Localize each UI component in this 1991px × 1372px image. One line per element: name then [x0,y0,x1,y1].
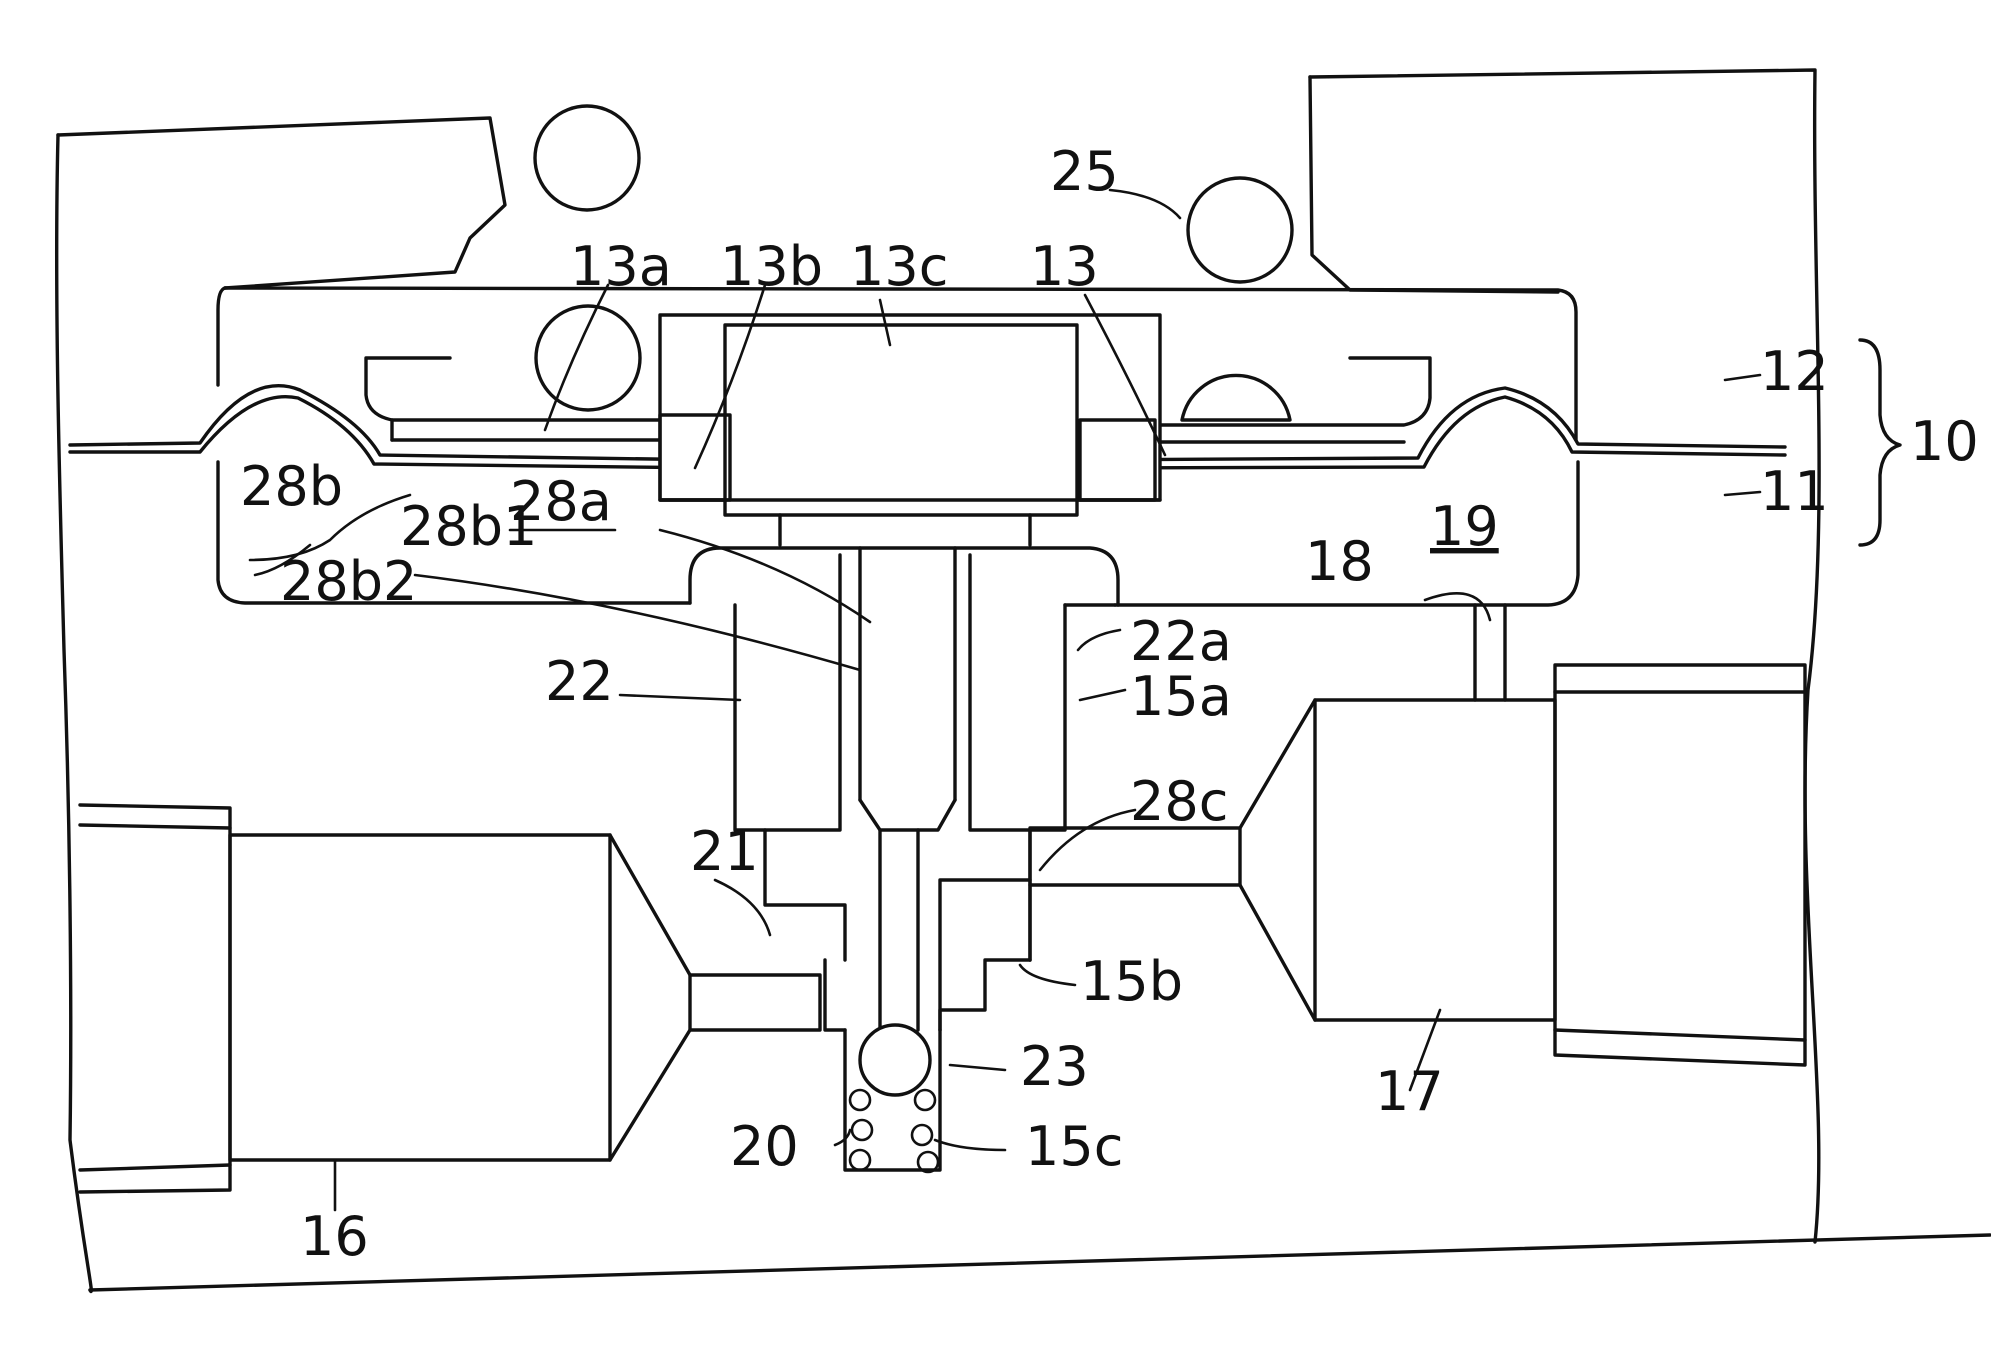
label-13c: 13c [850,235,948,298]
label-10: 10 [1910,410,1979,473]
label-13b: 13b [720,235,823,298]
central-block-13c [660,315,1160,515]
connecting-stems-28a [780,515,1030,545]
label-17: 17 [1375,1060,1444,1123]
label-19: 19 [1430,495,1499,558]
label-28b: 28b [240,455,343,518]
label-20: 20 [730,1115,799,1178]
label-23: 23 [1020,1035,1089,1098]
label-15c: 15c [1025,1115,1123,1178]
valve-body [690,548,1118,830]
label-28a: 28a [510,470,612,533]
label-18: 18 [1305,530,1374,593]
label-12: 12 [1760,340,1829,403]
label-16: 16 [300,1205,369,1268]
label-28c: 28c [1130,770,1228,833]
label-15a: 15a [1130,665,1232,728]
label-28b2: 28b2 [280,550,417,613]
label-13: 13 [1030,235,1099,298]
label-22a: 22a [1130,610,1232,673]
label-22: 22 [545,650,614,713]
left-cylinder-16 [80,805,690,1192]
housing-outline [57,70,1990,1291]
reference-labels: 13a 13b 13c 13 25 12 10 11 19 18 28b 28b… [240,140,1979,1268]
label-11: 11 [1760,460,1829,523]
label-15b: 15b [1080,950,1183,1013]
label-13a: 13a [570,235,672,298]
label-21: 21 [690,820,759,883]
label-25: 25 [1050,140,1119,203]
brace-10 [1860,340,1900,545]
